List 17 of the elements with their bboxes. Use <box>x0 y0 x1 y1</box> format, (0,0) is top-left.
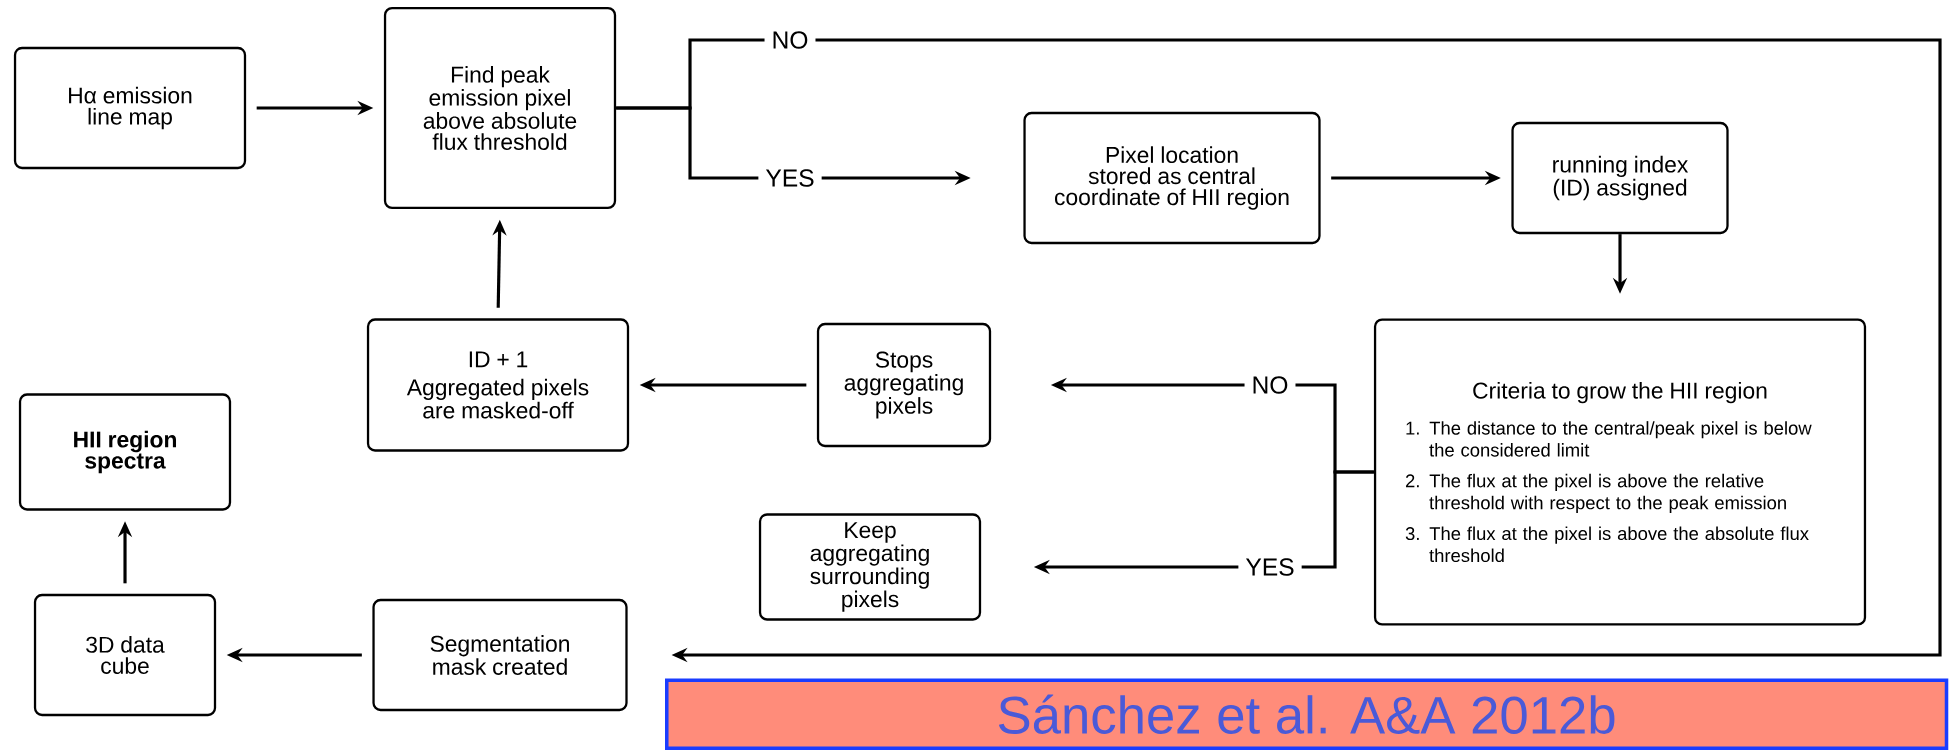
arrow <box>616 38 1942 663</box>
process-box: Hα emission line map <box>13 46 247 170</box>
process-box: Keep aggregating surrounding pixels <box>758 513 982 621</box>
process-box: 3D data cube <box>33 593 217 717</box>
edge-label: YES <box>758 162 822 194</box>
edge-label: YES <box>1238 551 1302 583</box>
process-box: Pixel location stored as central coordinate of HII region <box>1023 111 1321 245</box>
edge-label: NO <box>764 24 816 56</box>
process-box: Stops aggregating pixels <box>816 322 992 448</box>
process-box: ID + 1 Aggregated pixels are masked-off <box>366 318 630 452</box>
process-box: HII region spectra <box>18 393 232 511</box>
edge-label: NO <box>1244 369 1296 401</box>
citation-banner: Sánchez et al. A&A 2012b <box>665 678 1949 750</box>
process-box: running index (ID) assigned <box>1511 121 1729 235</box>
criteria-box: Criteria to grow the HII region 1. The distance to the central/peak pixel is below the considered limit 2. The flux at the pixel is above the relative threshold with respect to the peak emission 3. The flux at the pixel is above the absolute flux threshold <box>1373 318 1867 626</box>
process-box: Segmentation mask created <box>372 598 628 712</box>
process-box: Find peak emission pixel above absolute flux threshold <box>383 6 617 210</box>
